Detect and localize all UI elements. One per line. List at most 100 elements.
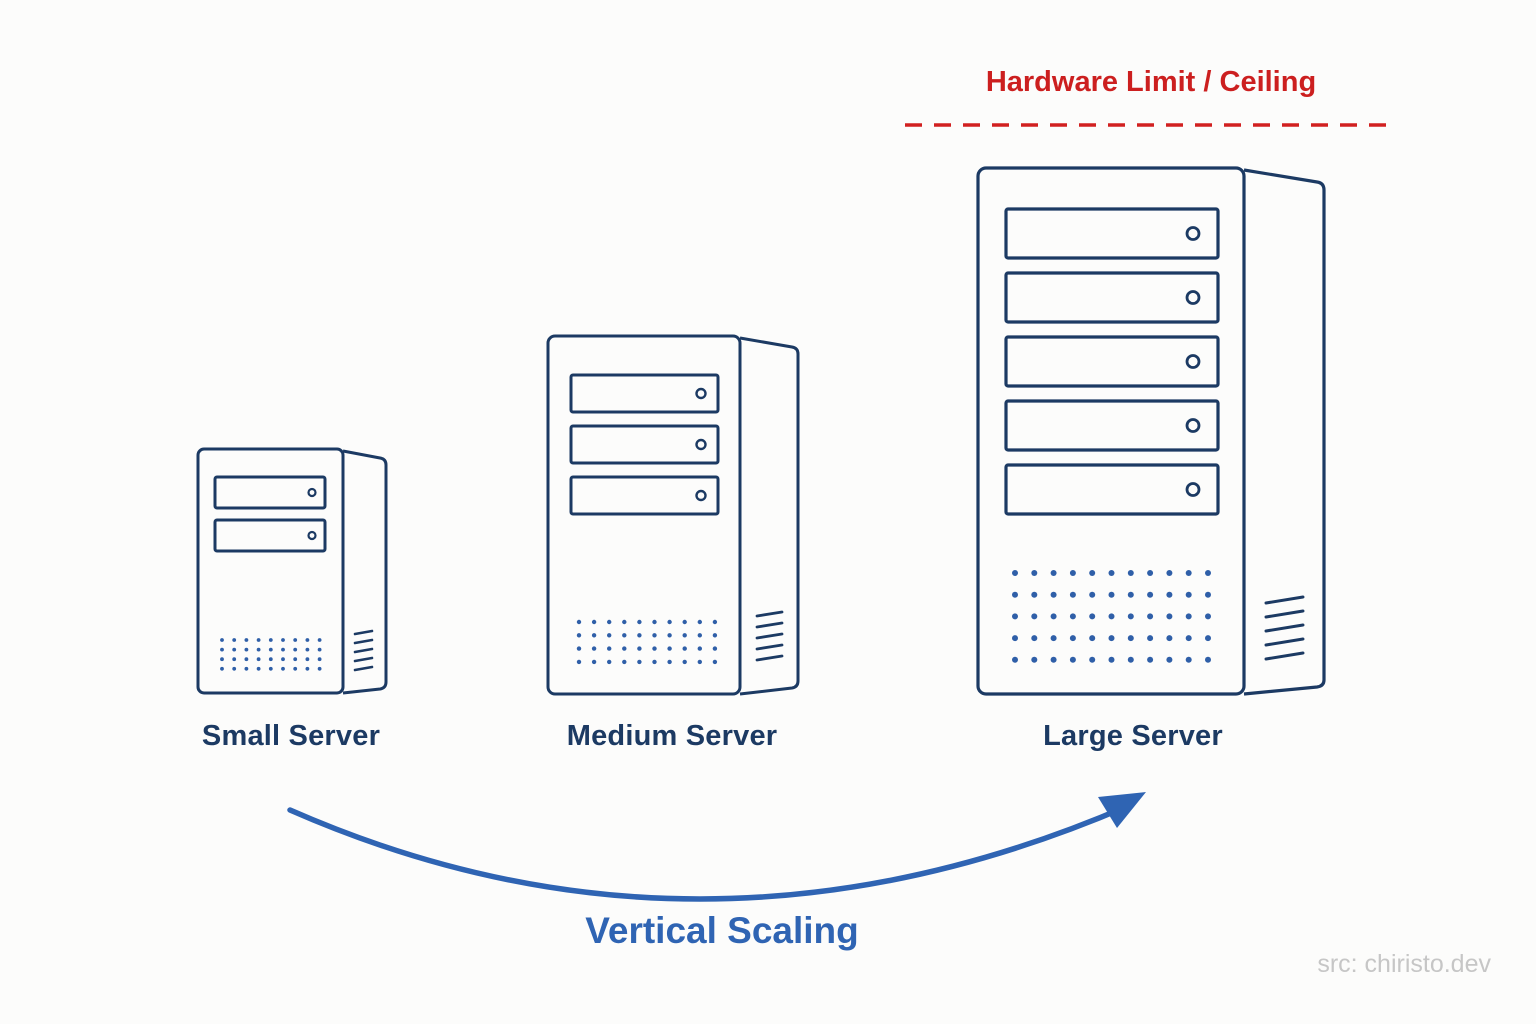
vent-dot xyxy=(1185,591,1192,598)
vent-dot xyxy=(305,666,310,671)
vent-dot xyxy=(667,646,672,651)
vent-dot xyxy=(1012,635,1018,642)
source-credit: src: chiristo.dev xyxy=(1317,950,1491,978)
vent-dot xyxy=(256,666,261,671)
medium-server-drive-bay xyxy=(569,475,720,516)
vent-dot xyxy=(1069,570,1076,576)
vent-dot xyxy=(712,633,718,638)
medium-server-icon xyxy=(546,334,800,696)
vent-dot xyxy=(1127,591,1134,598)
vent-dot xyxy=(1185,613,1192,620)
vent-dot xyxy=(697,619,702,625)
vent-dot xyxy=(1185,656,1192,663)
medium-server-vents xyxy=(755,610,784,662)
vent-dot xyxy=(682,633,687,638)
vent-dot xyxy=(591,619,597,625)
vent-dot xyxy=(1147,591,1154,598)
vent-dot xyxy=(232,666,237,671)
vent-dot xyxy=(1012,570,1018,576)
vent-dot xyxy=(220,638,224,642)
vent-dot xyxy=(317,657,322,662)
vent-dot xyxy=(622,646,627,651)
vent-dot xyxy=(607,659,612,665)
vent-dot xyxy=(1108,613,1115,620)
vent-dot xyxy=(1205,656,1211,663)
vent-dot xyxy=(637,659,642,665)
vent-dot xyxy=(1127,635,1134,642)
vent-dot xyxy=(244,666,249,671)
vent-dot xyxy=(576,659,582,665)
vent-dot xyxy=(268,657,273,662)
small-server-drive-bay xyxy=(213,475,327,510)
vent-dot xyxy=(1127,613,1134,620)
vent-dot xyxy=(305,657,310,662)
vent-dot xyxy=(256,638,261,642)
vent-dot xyxy=(1031,570,1038,576)
scaling-label: Vertical Scaling xyxy=(585,910,859,951)
vent-dot xyxy=(220,666,224,671)
vent-dot xyxy=(667,619,672,625)
vent-dot xyxy=(317,638,322,642)
vent-dot xyxy=(682,619,687,625)
vent-dot xyxy=(682,646,687,651)
vent-dot xyxy=(1089,591,1096,598)
vent-dot xyxy=(281,638,285,642)
vent-dot xyxy=(232,638,237,642)
vent-dot xyxy=(576,619,582,625)
large-server-vents xyxy=(1264,595,1305,661)
vent-dot xyxy=(712,646,718,651)
vent-dot xyxy=(607,646,612,651)
vertical-scaling-arrow-icon xyxy=(287,792,1146,902)
vent-dot xyxy=(1069,591,1076,598)
vent-dot xyxy=(576,633,582,638)
vent-dot xyxy=(1050,656,1057,663)
ceiling-label: Hardware Limit / Ceiling xyxy=(985,66,1317,98)
vent-dot xyxy=(268,638,273,642)
vent-dot xyxy=(652,659,657,665)
vent-dot xyxy=(1089,635,1096,642)
vent-dot xyxy=(256,647,261,652)
vent-dot xyxy=(232,657,237,662)
vent-dot xyxy=(1069,656,1076,663)
vent-dot xyxy=(1166,635,1173,642)
vent-dot xyxy=(697,633,702,638)
vent-dot xyxy=(1069,613,1076,620)
vent-dot xyxy=(1108,570,1115,576)
large-server-drive-bay xyxy=(1004,335,1220,388)
large-server-drive-bay xyxy=(1004,463,1220,516)
vent-dot xyxy=(637,619,642,625)
vent-dot xyxy=(293,638,298,642)
vent-dot xyxy=(1205,570,1211,576)
small-server-icon xyxy=(196,447,388,695)
vent-dot xyxy=(293,657,298,662)
vent-dot xyxy=(1069,635,1076,642)
vent-dot xyxy=(1031,613,1038,620)
medium-server-drive-bay xyxy=(569,424,720,465)
vent-dot xyxy=(1185,635,1192,642)
large-server-label: Large Server xyxy=(1043,720,1223,752)
vent-dot xyxy=(1031,635,1038,642)
vent-dot xyxy=(1147,613,1154,620)
vent-dot xyxy=(268,647,273,652)
vent-dot xyxy=(697,659,702,665)
vent-dot xyxy=(244,647,249,652)
vent-dot xyxy=(281,647,285,652)
vent-dot xyxy=(293,666,298,671)
vent-dot xyxy=(1050,635,1057,642)
medium-server-drive-bay xyxy=(569,373,720,414)
vent-dot xyxy=(712,619,718,625)
vent-dot xyxy=(682,659,687,665)
vent-dot xyxy=(1147,635,1154,642)
vent-dot xyxy=(652,619,657,625)
vent-dot xyxy=(1166,570,1173,576)
vent-dot xyxy=(244,657,249,662)
vent-dot xyxy=(1147,570,1154,576)
vent-dot xyxy=(622,633,627,638)
large-server-drive-bay xyxy=(1004,207,1220,260)
vent-dot xyxy=(244,638,249,642)
vent-dot xyxy=(1185,570,1192,576)
vent-dot xyxy=(697,646,702,651)
small-server-drive-bay xyxy=(213,518,327,553)
vent-dot xyxy=(622,659,627,665)
vent-dot xyxy=(1108,656,1115,663)
